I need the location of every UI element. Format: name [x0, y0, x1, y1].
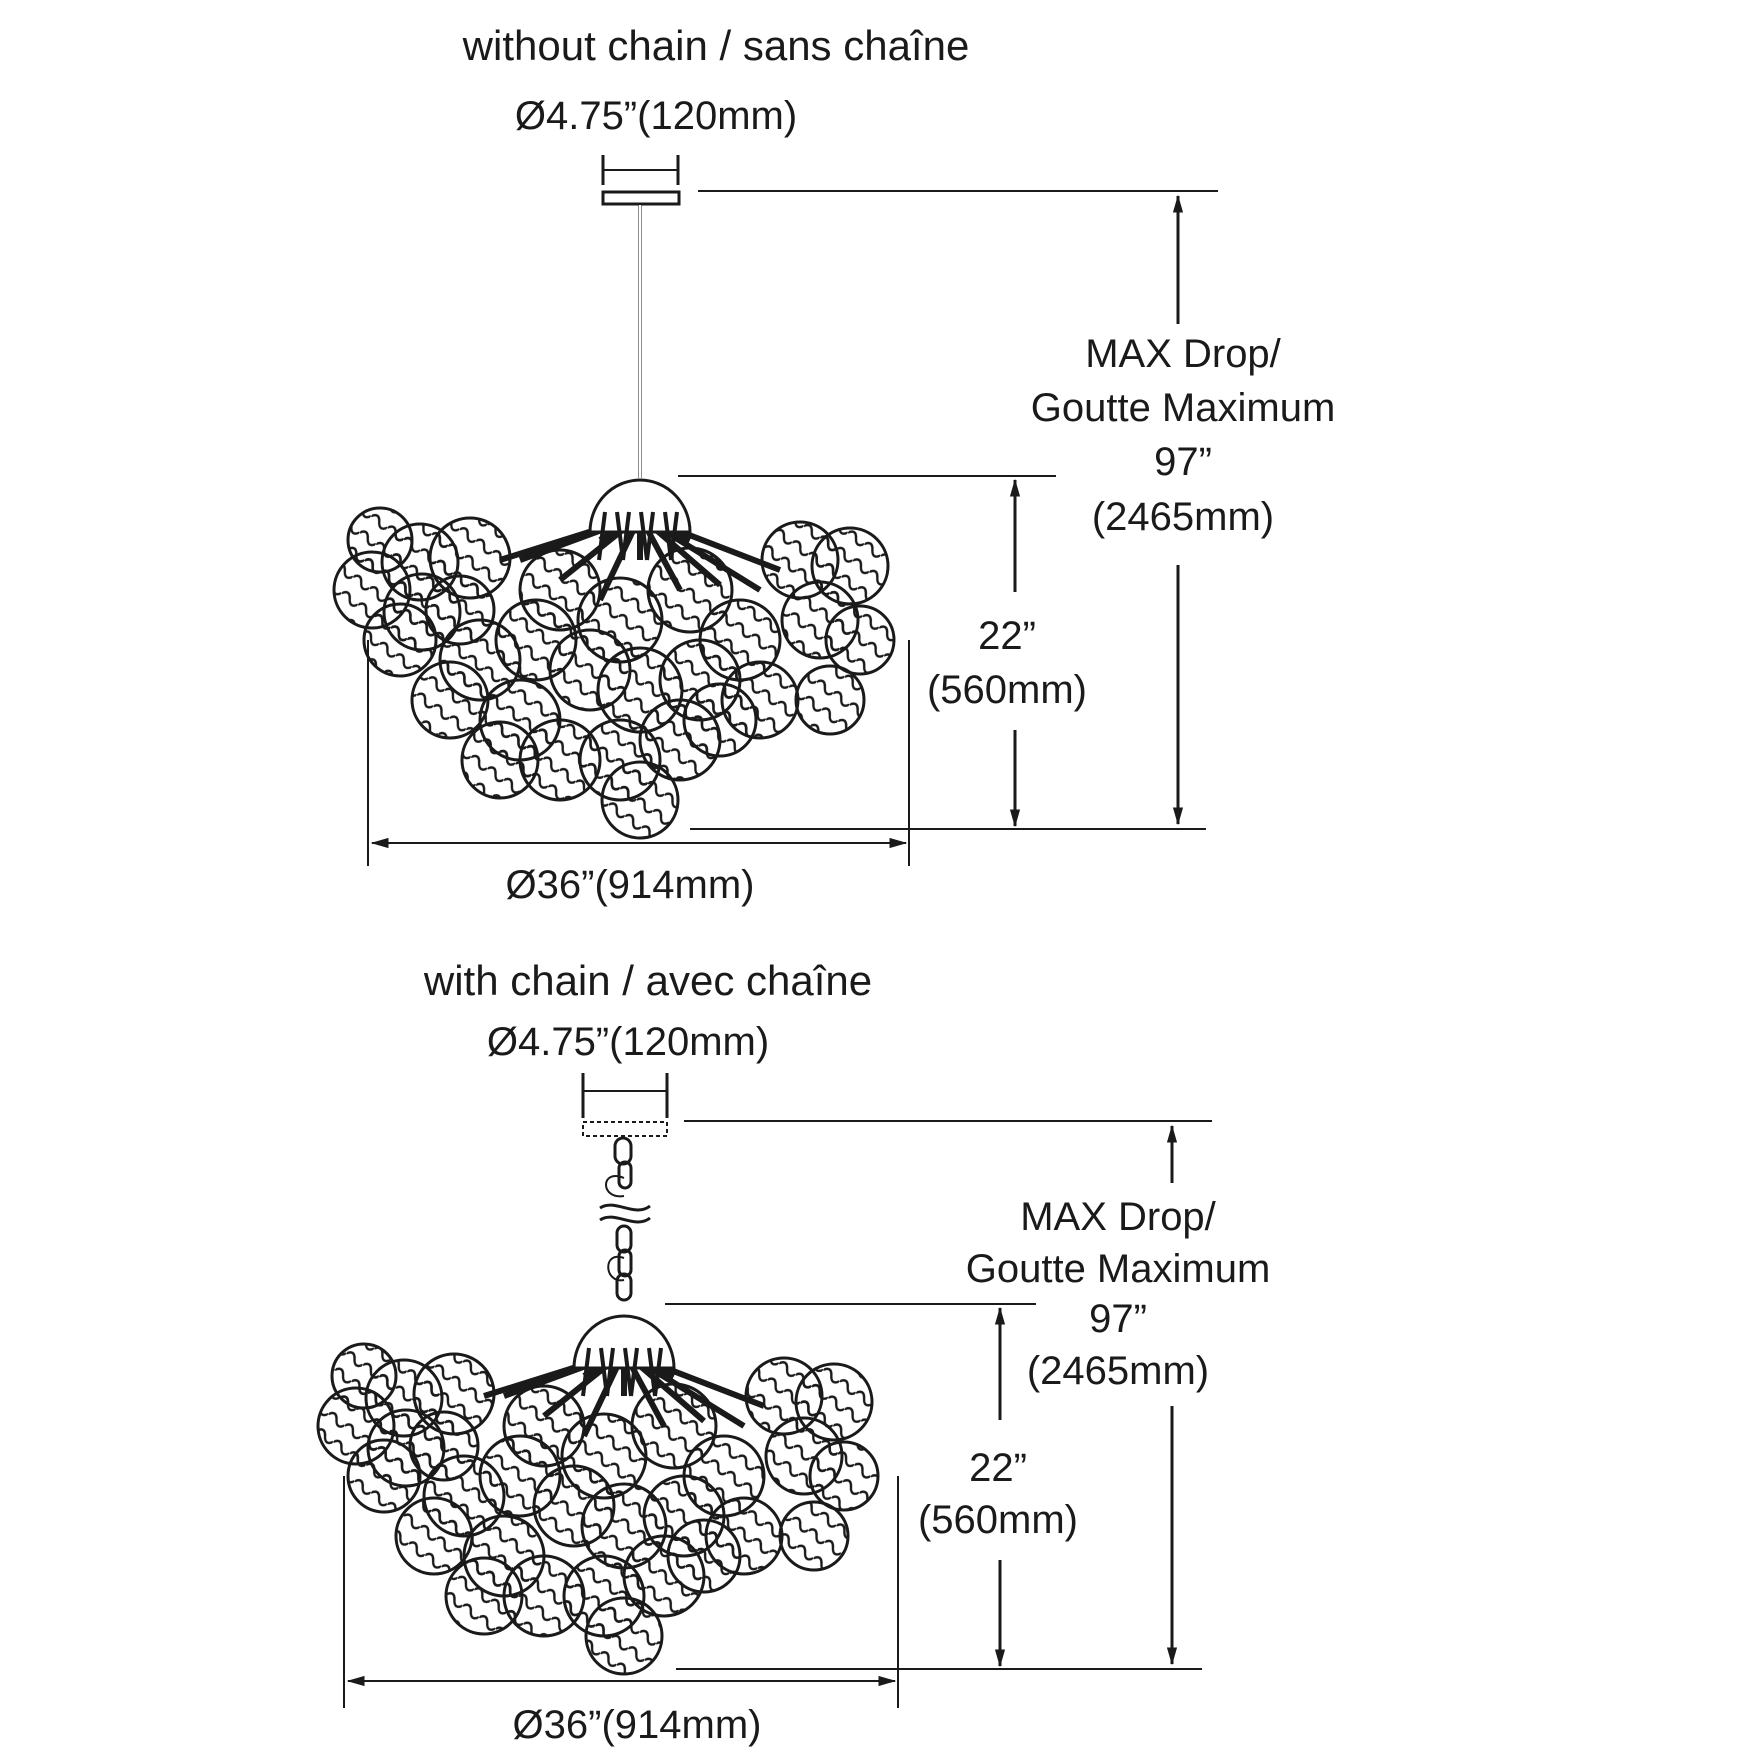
canopy-diameter-label: Ø4.75”(120mm)	[487, 1020, 769, 1064]
width-diameter-label: Ø36”(914mm)	[513, 1703, 762, 1747]
max-drop-line-2: Goutte Maximum	[966, 1247, 1271, 1291]
height-line-2: (560mm)	[918, 1498, 1078, 1542]
canopy	[601, 190, 681, 478]
max-drop-line-3: 97”	[1089, 1297, 1147, 1341]
canopy-dimension-line	[581, 1073, 669, 1118]
canopy-diameter-label: Ø4.75”(120mm)	[515, 94, 797, 138]
canopy	[582, 1121, 668, 1137]
height-dimension: 22” (560mm)	[927, 478, 1087, 828]
view-with-chain: with chain / avec chaîne Ø4.75”(120mm)	[316, 957, 1271, 1747]
pendant-fixture-icon	[316, 1314, 880, 1676]
chain-icon	[599, 1136, 651, 1302]
view-caption: without chain / sans chaîne	[462, 22, 970, 69]
view-without-chain: without chain / sans chaîne Ø4.75”(120mm…	[332, 22, 1336, 907]
max-drop-line-4: (2465mm)	[1092, 495, 1274, 539]
max-drop-line-4: (2465mm)	[1027, 1349, 1209, 1393]
max-drop-line-2: Goutte Maximum	[1031, 386, 1336, 430]
max-drop-dimension: MAX Drop/ Goutte Maximum 97” (2465mm)	[966, 1124, 1271, 1666]
max-drop-line-1: MAX Drop/	[1085, 332, 1281, 376]
height-line-1: 22”	[969, 1446, 1027, 1490]
height-line-1: 22”	[978, 614, 1036, 658]
max-drop-line-3: 97”	[1154, 440, 1212, 484]
height-line-2: (560mm)	[927, 668, 1087, 712]
canopy-dimension-line	[601, 155, 680, 185]
view-caption: with chain / avec chaîne	[423, 957, 872, 1004]
width-dimension: Ø36”(914mm)	[370, 837, 908, 907]
max-drop-line-1: MAX Drop/	[1020, 1195, 1216, 1239]
pendant-fixture-icon	[332, 478, 896, 840]
width-dimension: Ø36”(914mm)	[346, 1675, 897, 1747]
width-diameter-label: Ø36”(914mm)	[506, 863, 755, 907]
height-dimension: 22” (560mm)	[918, 1306, 1078, 1668]
max-drop-dimension: MAX Drop/ Goutte Maximum 97” (2465mm)	[1031, 194, 1336, 826]
